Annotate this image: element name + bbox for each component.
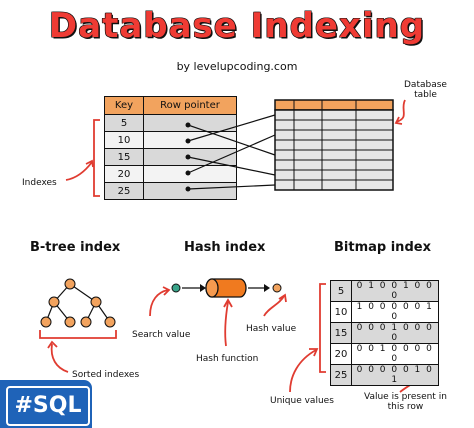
bitmap-bits: 0 0 1 0 0 0 0 0 (351, 343, 439, 365)
hash-function-icon (205, 278, 247, 298)
bitmap-bits: 0 0 0 0 0 1 0 1 (351, 364, 439, 386)
search-value-dot (171, 283, 181, 293)
row-pointer (143, 114, 237, 132)
bitmap-section-title: Bitmap index (334, 240, 431, 255)
unique-values-arrow (289, 349, 317, 393)
hash-function-label: Hash function (196, 354, 259, 364)
indexes-label: Indexes (22, 178, 57, 188)
sorted-indexes-label: Sorted indexes (72, 370, 140, 380)
sql-badge: #SQL (0, 380, 92, 428)
pointer-dots (185, 122, 191, 192)
database-table (274, 99, 394, 191)
unique-values-bracket (319, 283, 326, 373)
search-value-label: Search value (132, 330, 191, 340)
bitmap-key: 5 (330, 280, 352, 302)
database-table-label: Database table (404, 80, 447, 100)
sorted-indexes-arrow (50, 343, 69, 373)
bitmap-key: 20 (330, 343, 352, 365)
hash-value-arrow (263, 295, 285, 317)
sorted-indexes-bracket (39, 330, 117, 339)
index-key: 5 (104, 114, 144, 132)
index-row: 25 (104, 182, 237, 200)
search-value-arrow (149, 289, 169, 317)
bitmap-key: 25 (330, 364, 352, 386)
btree-section-title: B-tree index (30, 240, 121, 255)
hash-value-label: Hash value (246, 324, 297, 334)
page-title: Database Indexing (48, 6, 426, 46)
hash-section-title: Hash index (184, 240, 266, 255)
indexes-bracket (93, 119, 100, 197)
hash-value-dot (272, 283, 282, 293)
index-key: 25 (104, 182, 144, 200)
bitmap-key: 15 (330, 322, 352, 344)
index-table-header: Key Row pointer (104, 96, 237, 115)
bitmap-bits: 1 0 0 0 0 0 1 0 (351, 301, 439, 323)
index-key: 20 (104, 165, 144, 183)
index-row: 5 (104, 114, 237, 132)
index-key: 10 (104, 131, 144, 149)
pointer-lines (187, 114, 276, 190)
row-pointer (143, 182, 237, 200)
index-table: Key Row pointer 5 10 15 20 25 (104, 96, 237, 200)
indexes-arrow (65, 161, 93, 181)
hash-function-arrow (224, 301, 229, 347)
bitmap-key: 10 (330, 301, 352, 323)
byline: by levelupcoding.com (176, 60, 298, 73)
value-present-label: Value is present in this row (364, 392, 447, 412)
bitmap-bits: 0 0 0 1 0 0 0 0 (351, 322, 439, 344)
key-header: Key (104, 96, 144, 115)
unique-values-label: Unique values (270, 396, 334, 406)
row-pointer-header: Row pointer (143, 96, 237, 115)
db-table-arrow (395, 99, 406, 123)
sql-badge-label: #SQL (6, 386, 90, 426)
btree-nodes (40, 278, 116, 328)
bitmap-bits: 0 1 0 0 1 0 0 0 (351, 280, 439, 302)
